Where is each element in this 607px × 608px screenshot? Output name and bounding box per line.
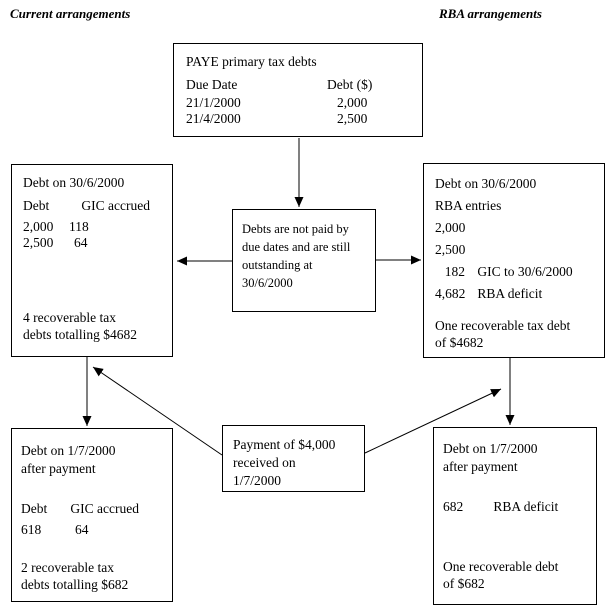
- debt-value: 2,500: [23, 235, 54, 250]
- rba-debt-30-6-2000-box: Debt on 30/6/2000 RBA entries 2,000 2,50…: [423, 163, 605, 358]
- paye-box-title: PAYE primary tax debts: [186, 54, 317, 69]
- paye-primary-tax-debts-box: PAYE primary tax debts Due Date Debt ($)…: [173, 43, 423, 137]
- rba-entries-label: RBA entries: [435, 198, 502, 213]
- debts-not-paid-box: Debts are not paid by due dates and are …: [232, 209, 376, 312]
- current-debt-column-headers: Debt GIC accrued: [23, 197, 172, 215]
- payment-received-box: Payment of $4,000 received on 1/7/2000: [222, 425, 365, 492]
- rba-after-deficit-row: 682 RBA deficit: [443, 498, 596, 516]
- rba-debt-after-payment-box: Debt on 1/7/2000 after payment 682 RBA d…: [433, 427, 597, 605]
- rba-entry-value: 2,000: [435, 220, 466, 235]
- payment-text-line: Payment of $4,000: [233, 437, 336, 452]
- paye-debt-row: 21/1/2000 2,000: [186, 95, 422, 111]
- debt-gic-row: 2,500 64: [23, 235, 172, 251]
- paye-column-headers: Due Date Debt ($): [186, 76, 422, 94]
- rba-entry-value: 2,500: [435, 242, 466, 257]
- rba-deficit-row: 4,682 RBA deficit: [435, 283, 604, 305]
- debt-gic-row: 2,000 118: [23, 219, 172, 235]
- current-debt-title: Debt on 30/6/2000: [23, 175, 125, 190]
- gic-label: GIC to 30/6/2000: [477, 264, 573, 279]
- debt-value: 618: [21, 522, 42, 537]
- gic-value: 118: [69, 219, 89, 234]
- deficit-amount: 682: [443, 499, 464, 514]
- gic-value: 64: [75, 522, 89, 537]
- gic-accrued-column-header: GIC accrued: [70, 501, 139, 516]
- gic-accrued-column-header: GIC accrued: [81, 198, 150, 213]
- rba-debt-title: Debt on 30/6/2000: [435, 176, 537, 191]
- due-date-value: 21/1/2000: [186, 95, 241, 110]
- center-text-line: Debts are not paid by: [242, 222, 349, 236]
- debt-column-header: Debt: [23, 198, 50, 213]
- payment-text-line: 1/7/2000: [233, 473, 282, 488]
- debt-value: 2,000: [337, 95, 368, 110]
- center-text-line: due dates and are still: [242, 240, 351, 254]
- debt-column-header: Debt: [21, 501, 48, 516]
- debt-value: 2,500: [337, 111, 368, 126]
- center-text-line: outstanding at: [242, 258, 313, 272]
- deficit-label: RBA deficit: [477, 286, 543, 301]
- current-debt-rows: 2,000 118 2,500 64: [23, 219, 172, 251]
- deficit-amount: 4,682: [435, 286, 466, 301]
- debt-column-header: Debt ($): [327, 77, 373, 92]
- current-arrangements-header: Current arrangements: [10, 6, 131, 21]
- gic-amount: 182: [444, 264, 465, 279]
- paye-debt-row: 21/4/2000 2,500: [186, 111, 422, 127]
- debt-value: 2,000: [23, 219, 54, 234]
- deficit-label: RBA deficit: [493, 499, 559, 514]
- current-debt-summary: 4 recoverable tax debts totalling $4682: [23, 310, 137, 342]
- rba-after-summary: One recoverable debt of $682: [443, 559, 559, 591]
- debt-gic-row: 618 64: [21, 522, 172, 538]
- gic-row: 182 GIC to 30/6/2000: [435, 261, 604, 283]
- current-after-column-headers: Debt GIC accrued: [21, 500, 172, 518]
- rba-arrangements-header: RBA arrangements: [439, 6, 542, 21]
- gic-value: 64: [74, 235, 88, 250]
- due-date-column-header: Due Date: [186, 77, 238, 92]
- due-date-value: 21/4/2000: [186, 111, 241, 126]
- payment-text-line: received on: [233, 455, 296, 470]
- current-after-rows: 618 64: [21, 522, 172, 538]
- current-after-summary: 2 recoverable tax debts totalling $682: [21, 560, 129, 592]
- current-debt-30-6-2000-box: Debt on 30/6/2000 Debt GIC accrued 2,000…: [11, 164, 173, 357]
- rba-after-title: Debt on 1/7/2000 after payment: [443, 441, 538, 474]
- rba-debt-summary: One recoverable tax debt of $4682: [435, 318, 571, 350]
- center-text-line: 30/6/2000: [242, 276, 293, 290]
- current-after-title: Debt on 1/7/2000 after payment: [21, 443, 116, 476]
- current-debt-after-payment-box: Debt on 1/7/2000 after payment Debt GIC …: [11, 428, 173, 602]
